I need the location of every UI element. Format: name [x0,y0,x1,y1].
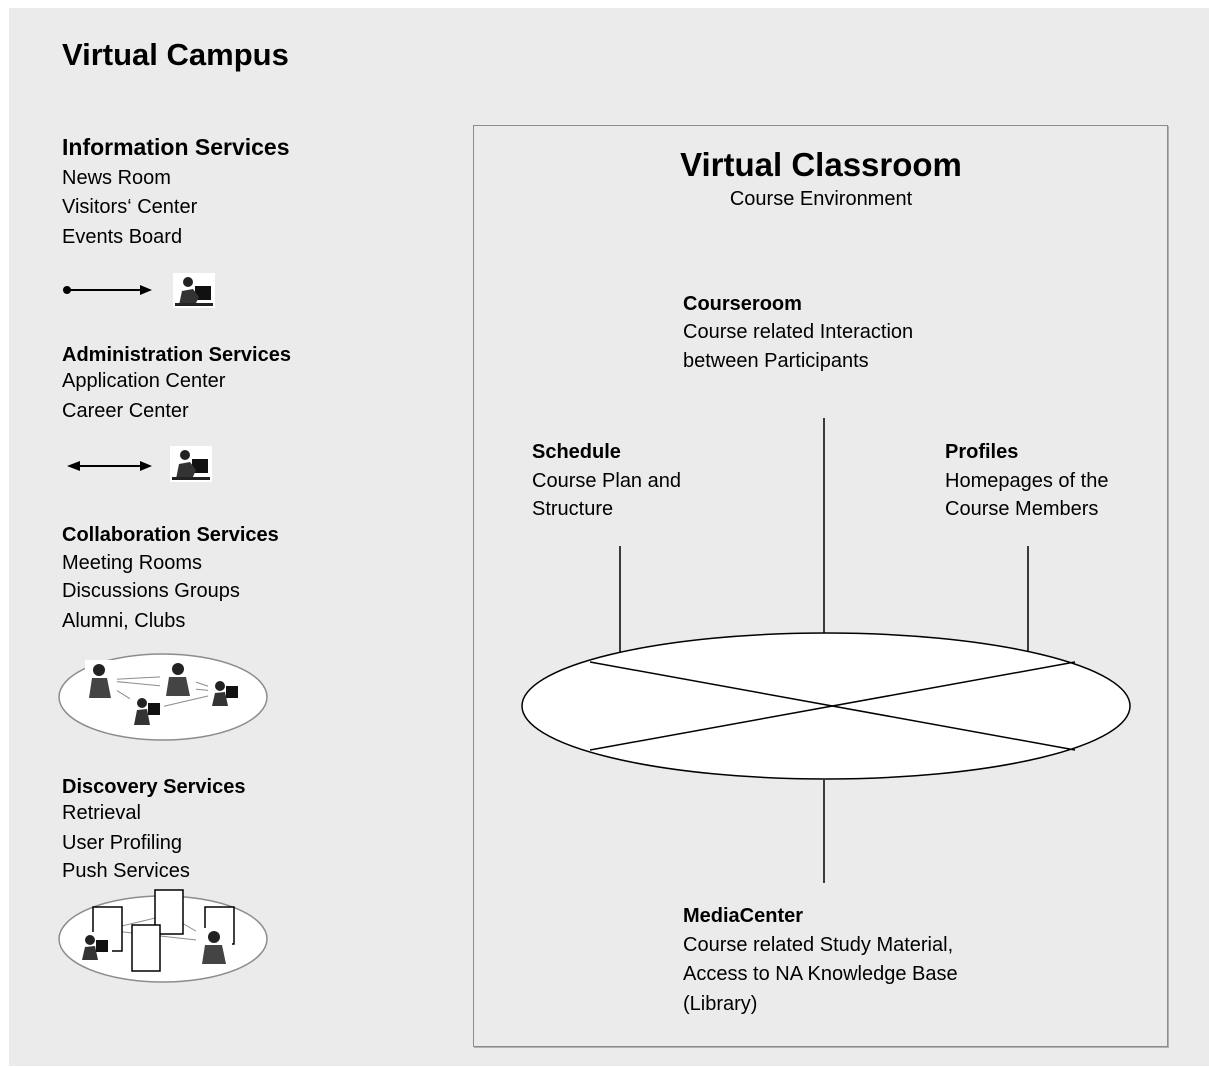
virtual-classroom-title: Virtual Classroom [680,146,962,183]
network-documents-icon [58,889,268,983]
person-at-computer-icon [173,273,215,308]
information-item: Events Board [62,226,183,248]
collaboration-item: Discussions Groups [62,580,240,602]
person-at-computer-icon [170,446,212,482]
mediacenter-text: (Library) [683,993,758,1015]
discovery-item: User Profiling [62,832,183,854]
network-people-icon [58,653,268,741]
two-way-arrow-icon [67,461,152,471]
discovery-item: Push Services [62,860,190,882]
one-way-arrow-icon [63,285,152,295]
courseroom-text: Course related Interaction [683,321,914,343]
courseroom-title: Courseroom [683,293,802,315]
administration-item: Application Center [62,370,226,392]
information-item: News Room [62,167,171,189]
information-services-title: Information Services [62,134,290,160]
profiles-text: Homepages of the [945,470,1109,492]
collaboration-services-title: Collaboration Services [62,524,279,546]
schedule-text: Course Plan and [532,470,681,492]
administration-item: Career Center [62,400,189,422]
profiles-text: Course Members [945,498,1099,520]
virtual-classroom-box [473,125,1168,1047]
schedule-title: Schedule [532,441,621,463]
mediacenter-title: MediaCenter [683,905,804,927]
course-platform-ellipse [521,632,1131,780]
collaboration-item: Meeting Rooms [62,552,203,574]
discovery-services-title: Discovery Services [62,776,246,798]
mediacenter-text: Access to NA Knowledge Base [683,963,958,985]
collaboration-item: Alumni, Clubs [62,610,186,632]
information-item: Visitors‘ Center [62,196,198,218]
discovery-item: Retrieval [62,802,141,824]
mediacenter-text: Course related Study Material, [683,934,954,956]
page-title: Virtual Campus [62,37,289,72]
profiles-title: Profiles [945,441,1019,463]
administration-services-title: Administration Services [62,344,291,366]
schedule-text: Structure [532,498,614,520]
courseroom-text: between Participants [683,350,869,372]
virtual-classroom-subtitle: Course Environment [729,188,913,210]
